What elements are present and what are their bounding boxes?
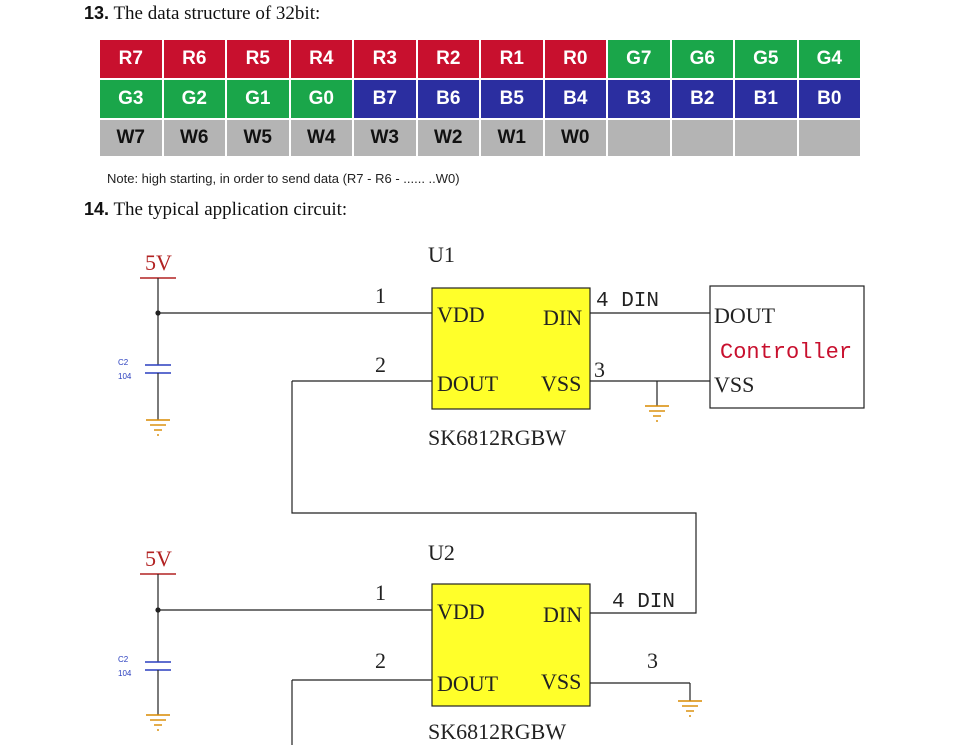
u1-pin3-number: 3 bbox=[594, 357, 605, 382]
u2-cap-ground-icon bbox=[146, 714, 170, 731]
bit-cell-w6: W6 bbox=[163, 120, 225, 156]
bit-cell-g4: G4 bbox=[798, 40, 860, 78]
u2-vss-ground-icon bbox=[678, 700, 702, 717]
u1-pin4-din-label: 4 DIN bbox=[596, 290, 659, 313]
u1-pin1-number: 1 bbox=[375, 283, 386, 308]
section-14-heading: 14. The typical application circuit: bbox=[84, 199, 347, 221]
u2-part-number: SK6812RGBW bbox=[428, 719, 566, 744]
bit-cell-g7: G7 bbox=[608, 40, 670, 78]
u1-cap-ref: C2 bbox=[118, 358, 129, 367]
bit-cell-b5: B5 bbox=[481, 80, 543, 118]
bit-cell-r2: R2 bbox=[417, 40, 479, 78]
u2-pin4-din-label: 4 DIN bbox=[612, 591, 675, 614]
controller-box bbox=[709, 285, 865, 409]
controller-dout-label: DOUT bbox=[714, 303, 776, 328]
u2-cap-ref: C2 bbox=[118, 655, 129, 664]
u2-pin-vss: VSS bbox=[541, 669, 581, 694]
u2-pin-din: DIN bbox=[543, 602, 582, 627]
u1-ref: U1 bbox=[428, 242, 455, 267]
u1-pin-vdd: VDD bbox=[437, 302, 485, 327]
u1-pin-vss: VSS bbox=[541, 371, 581, 396]
u1-pin-dout: DOUT bbox=[437, 371, 499, 396]
u1-supply-label: 5V bbox=[145, 250, 172, 275]
bit-cell-w2: W2 bbox=[417, 120, 479, 156]
bit-cell-empty bbox=[608, 120, 670, 156]
bit-cell-empty bbox=[735, 120, 797, 156]
bit-cell-b1: B1 bbox=[735, 80, 797, 118]
u2-pin2-number: 2 bbox=[375, 648, 386, 673]
u1-pin-din: DIN bbox=[543, 305, 582, 330]
bit-cell-r0: R0 bbox=[544, 40, 606, 78]
bit-cell-g3: G3 bbox=[100, 80, 162, 118]
u2-supply-label: 5V bbox=[145, 546, 172, 571]
bit-cell-g1: G1 bbox=[227, 80, 289, 118]
bit-cell-w7: W7 bbox=[100, 120, 162, 156]
bit-cell-r6: R6 bbox=[163, 40, 225, 78]
u1-part-number: SK6812RGBW bbox=[428, 425, 566, 450]
u1-pin2-number: 2 bbox=[375, 352, 386, 377]
u2-cap-value: 104 bbox=[118, 669, 132, 678]
bit-cell-r7: R7 bbox=[100, 40, 162, 78]
bit-cell-r1: R1 bbox=[481, 40, 543, 78]
bit-cell-g2: G2 bbox=[163, 80, 225, 118]
bit-cell-g6: G6 bbox=[671, 40, 733, 78]
bit-cell-w4: W4 bbox=[290, 120, 352, 156]
data-order-note: Note: high starting, in order to send da… bbox=[107, 171, 460, 186]
bit-cell-b2: B2 bbox=[671, 80, 733, 118]
section-13-title: The data structure of 32bit: bbox=[113, 3, 321, 24]
bit-cell-b4: B4 bbox=[544, 80, 606, 118]
bit-cell-r4: R4 bbox=[290, 40, 352, 78]
bit-cell-w0: W0 bbox=[544, 120, 606, 156]
bit-cell-g0: G0 bbox=[290, 80, 352, 118]
u1-chip bbox=[431, 287, 591, 410]
bit-cell-empty bbox=[798, 120, 860, 156]
u2-pin3-number: 3 bbox=[647, 648, 658, 673]
section-13-number: 13. bbox=[84, 3, 110, 23]
bit-cell-b7: B7 bbox=[354, 80, 416, 118]
u1-cap-ground-icon bbox=[146, 419, 170, 436]
bit-cell-g5: G5 bbox=[735, 40, 797, 78]
section-14-title: The typical application circuit: bbox=[113, 199, 348, 220]
controller-vss-label: VSS bbox=[714, 372, 754, 397]
bit-cell-b6: B6 bbox=[417, 80, 479, 118]
u1-vss-ground-icon bbox=[645, 405, 669, 422]
section-14-number: 14. bbox=[84, 199, 110, 219]
u2-chip bbox=[431, 583, 591, 707]
bit-cell-b3: B3 bbox=[608, 80, 670, 118]
bit-cell-w5: W5 bbox=[227, 120, 289, 156]
u2-pin1-number: 1 bbox=[375, 580, 386, 605]
bit-cell-w1: W1 bbox=[481, 120, 543, 156]
bit-cell-r5: R5 bbox=[227, 40, 289, 78]
u2-pin-vdd: VDD bbox=[437, 599, 485, 624]
bit-cell-empty bbox=[671, 120, 733, 156]
controller-label: Controller bbox=[720, 340, 852, 365]
bit-cell-b0: B0 bbox=[798, 80, 860, 118]
u2-ref: U2 bbox=[428, 540, 455, 565]
u2-pin-dout: DOUT bbox=[437, 671, 499, 696]
bit-cell-r3: R3 bbox=[354, 40, 416, 78]
daisy-chain-wire bbox=[291, 381, 697, 614]
u1-cap-value: 104 bbox=[118, 372, 132, 381]
bit-cell-w3: W3 bbox=[354, 120, 416, 156]
section-13-heading: 13. The data structure of 32bit: bbox=[84, 3, 320, 25]
